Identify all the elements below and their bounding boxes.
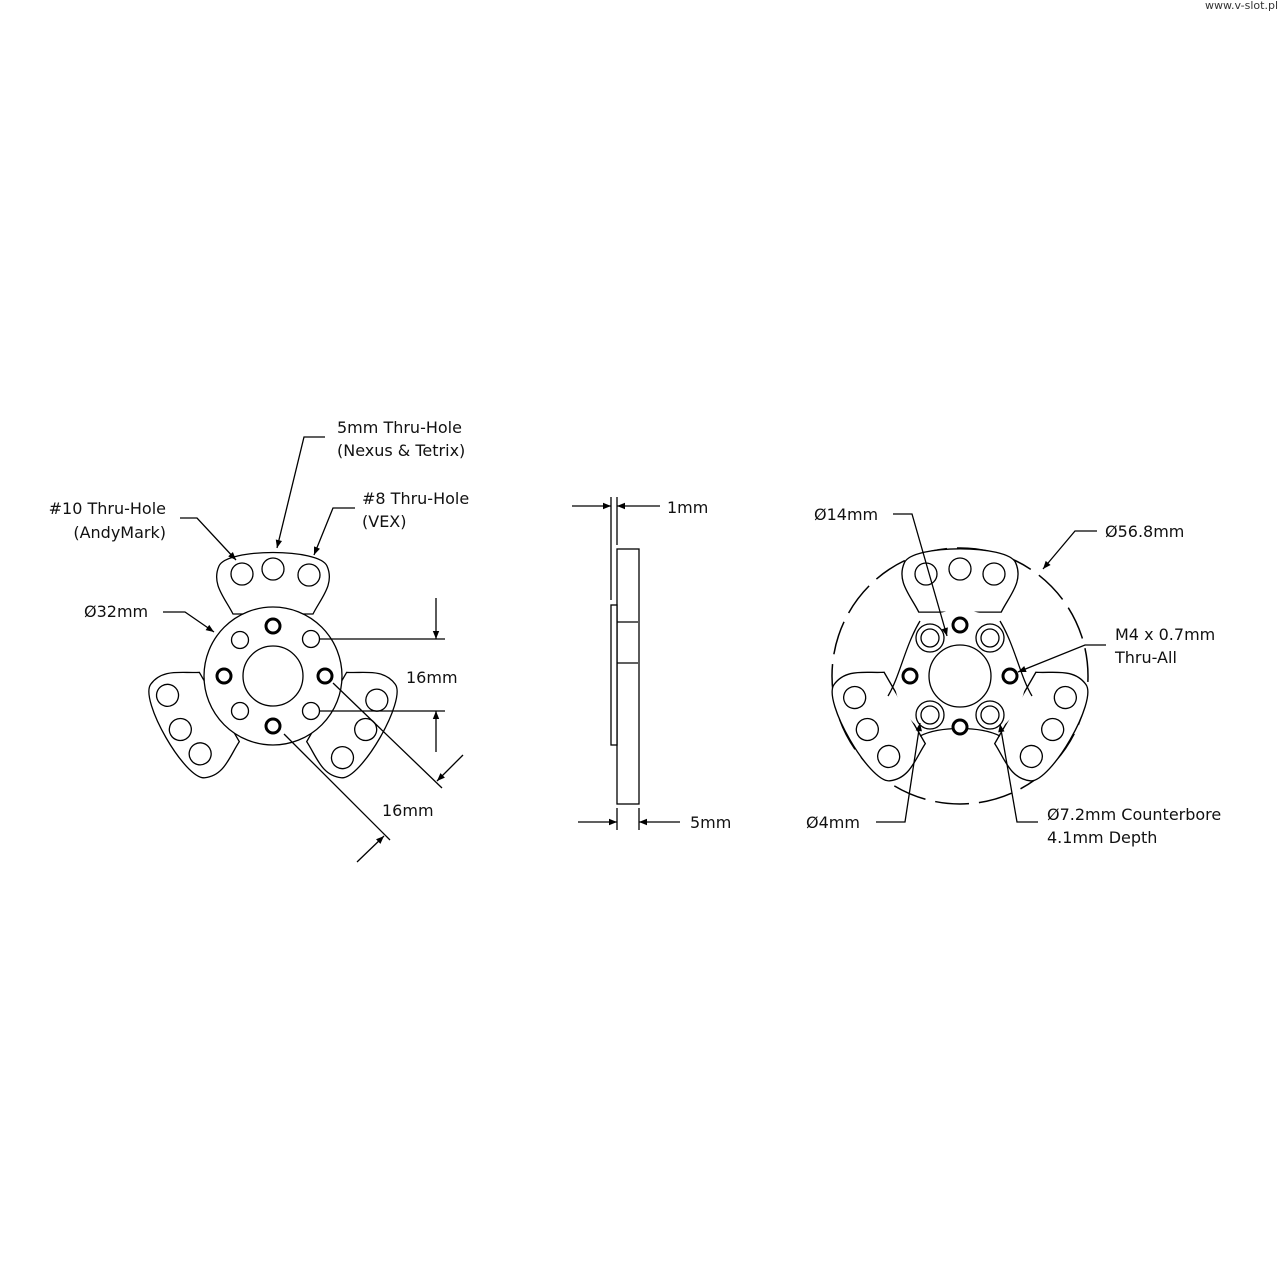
label-hole-diameter: Ø4mm <box>806 813 860 832</box>
side-view <box>572 497 680 830</box>
watermark: www.v-slot.pl <box>1205 0 1278 12</box>
label-8-hole-brand: (VEX) <box>362 512 407 531</box>
label-step-thickness: 1mm <box>667 498 708 517</box>
label-counterbore: Ø7.2mm Counterbore <box>1047 805 1221 824</box>
label-hub-diameter: Ø32mm <box>84 602 148 621</box>
front-view <box>137 551 409 788</box>
label-counterbore-depth: 4.1mm Depth <box>1047 828 1157 847</box>
label-bore-diameter: Ø14mm <box>814 505 878 524</box>
label-total-thickness: 5mm <box>690 813 731 832</box>
outer-diameter-circle <box>831 547 1089 805</box>
center-bore <box>242 645 304 707</box>
label-8-hole: #8 Thru-Hole <box>362 489 469 508</box>
label-diagonal-spacing: 16mm <box>382 801 434 820</box>
label-outer-diameter: Ø56.8mm <box>1105 522 1184 541</box>
ear-holes <box>843 557 1077 769</box>
label-10-hole: #10 Thru-Hole <box>49 499 166 518</box>
hub-holes <box>215 617 334 735</box>
counterbore-holes <box>915 623 1005 730</box>
back-leaders <box>876 513 1106 823</box>
label-vertical-spacing: 16mm <box>406 668 458 687</box>
ear-holes <box>155 557 389 770</box>
label-tapped-hole: M4 x 0.7mm <box>1115 625 1215 644</box>
back-view <box>820 547 1100 805</box>
label-5mm-hole: 5mm Thru-Hole <box>337 418 462 437</box>
front-leaders <box>163 436 464 863</box>
tapped-holes <box>901 616 1019 736</box>
center-bore <box>928 644 992 708</box>
label-5mm-hole-brand: (Nexus & Tetrix) <box>337 441 465 460</box>
label-10-hole-brand: (AndyMark) <box>73 523 166 542</box>
label-tapped-thru: Thru-All <box>1114 648 1177 667</box>
